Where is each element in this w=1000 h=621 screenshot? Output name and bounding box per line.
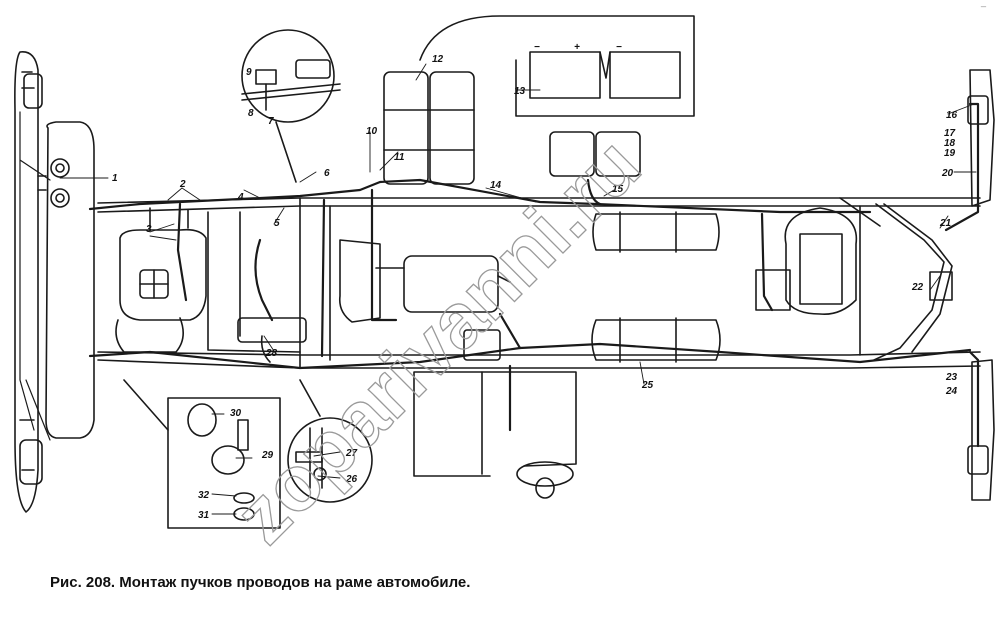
front-wire-harness: [19, 111, 51, 441]
callout-15: 15: [612, 184, 624, 195]
callout-23: 23: [945, 372, 958, 383]
fuel-tank-upper: [592, 211, 720, 253]
callout-17: 17: [944, 128, 956, 139]
battery-plus-symbol: +: [574, 42, 580, 53]
callout-27: 27: [345, 448, 358, 459]
callout-3: 3: [146, 224, 152, 235]
callout-leaders: [59, 63, 977, 515]
callout-14: 14: [490, 180, 502, 191]
detail-circle-bolt: [241, 29, 341, 183]
callout-7: 7: [268, 116, 274, 127]
callout-29: 29: [261, 450, 274, 461]
callout-32: 32: [198, 490, 210, 501]
front-bumper: [14, 51, 43, 513]
callout-11: 11: [394, 152, 405, 163]
callout-6: 6: [324, 168, 330, 179]
callout-5: 5: [274, 218, 280, 229]
figure-caption: Рис. 208. Монтаж пучков проводов на раме…: [50, 574, 471, 591]
watermark: zoparivanni.ru: [218, 121, 657, 560]
gearbox: [338, 239, 511, 361]
engine: [115, 207, 207, 353]
step-box: [413, 371, 577, 499]
callout-16: 16: [946, 110, 958, 121]
callout-28: 28: [265, 348, 278, 359]
radiator: [37, 121, 95, 439]
rear-harness: [873, 203, 953, 361]
callout-25: 25: [641, 380, 654, 391]
detail-box-fasteners: [123, 379, 281, 529]
battery-minus-symbol: −: [534, 42, 540, 53]
callout-8: 8: [248, 108, 254, 119]
fuel-tank-lower: [591, 317, 721, 363]
detail-box-battery: [419, 15, 695, 117]
corner-mark: _: [981, 0, 987, 7]
callout-18: 18: [944, 138, 956, 149]
callout-1: 1: [112, 173, 118, 184]
callout-10: 10: [366, 126, 378, 137]
callout-31: 31: [198, 510, 210, 521]
callout-4: 4: [237, 192, 244, 203]
rear-lamps: [967, 69, 995, 501]
battery-minus-symbol-2: −: [616, 42, 622, 53]
callout-24: 24: [945, 386, 958, 397]
callout-12: 12: [432, 54, 444, 65]
callout-21: 21: [939, 218, 952, 229]
callout-22: 22: [911, 282, 924, 293]
callout-26: 26: [345, 474, 358, 485]
callout-13: 13: [514, 86, 526, 97]
batteries: [383, 71, 641, 185]
callout-9: 9: [246, 67, 252, 78]
spare-wheel: [755, 207, 858, 316]
callout-30: 30: [230, 408, 242, 419]
detail-circle-clip: [287, 379, 373, 503]
callout-19: 19: [944, 148, 956, 159]
callout-20: 20: [941, 168, 954, 179]
callout-2: 2: [179, 179, 186, 190]
